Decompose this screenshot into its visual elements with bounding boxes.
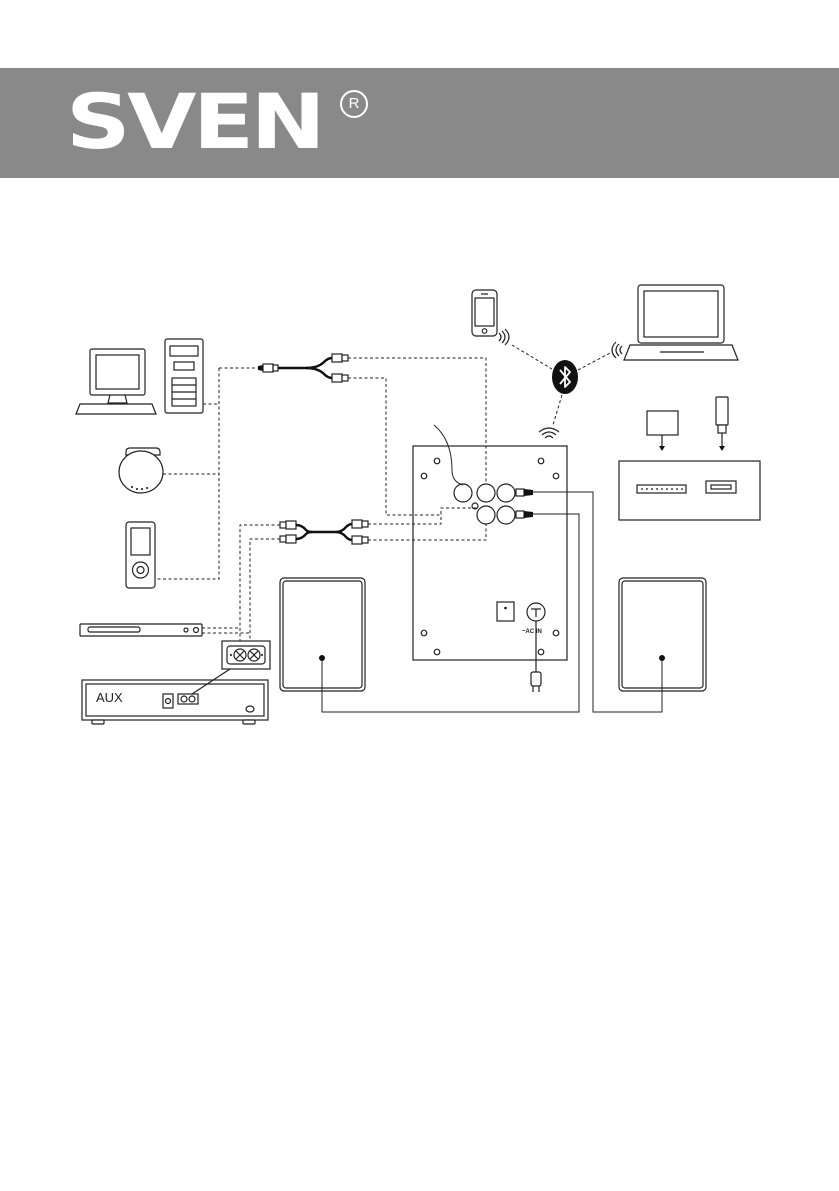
- pc-tower-icon: [165, 339, 203, 413]
- subwoofer-panel: ~AC IN: [413, 446, 567, 660]
- amplifier-icon: AUX: [82, 680, 268, 724]
- laptop-icon: [624, 285, 738, 360]
- dvd-player-icon: [80, 624, 202, 636]
- top-audio-cable: [258, 354, 348, 382]
- wireless-wave-laptop-icon: [612, 342, 622, 358]
- cd-player-icon: [119, 448, 163, 493]
- bluetooth-icon: [552, 360, 578, 394]
- card-usb-panel: [619, 461, 760, 520]
- bottom-audio-cable: [280, 520, 368, 544]
- sd-card-icon: [647, 411, 678, 451]
- mp3-player-icon: [126, 522, 155, 588]
- aux-label: AUX: [96, 690, 123, 705]
- ac-in-label: ~AC IN: [522, 629, 542, 635]
- smartphone-icon: [472, 290, 497, 336]
- pc-monitor-icon: [76, 349, 156, 414]
- wireless-wave-subwoofer-icon: [539, 428, 559, 438]
- wireless-wave-phone-icon: [499, 329, 509, 345]
- usb-flash-icon: [716, 397, 728, 451]
